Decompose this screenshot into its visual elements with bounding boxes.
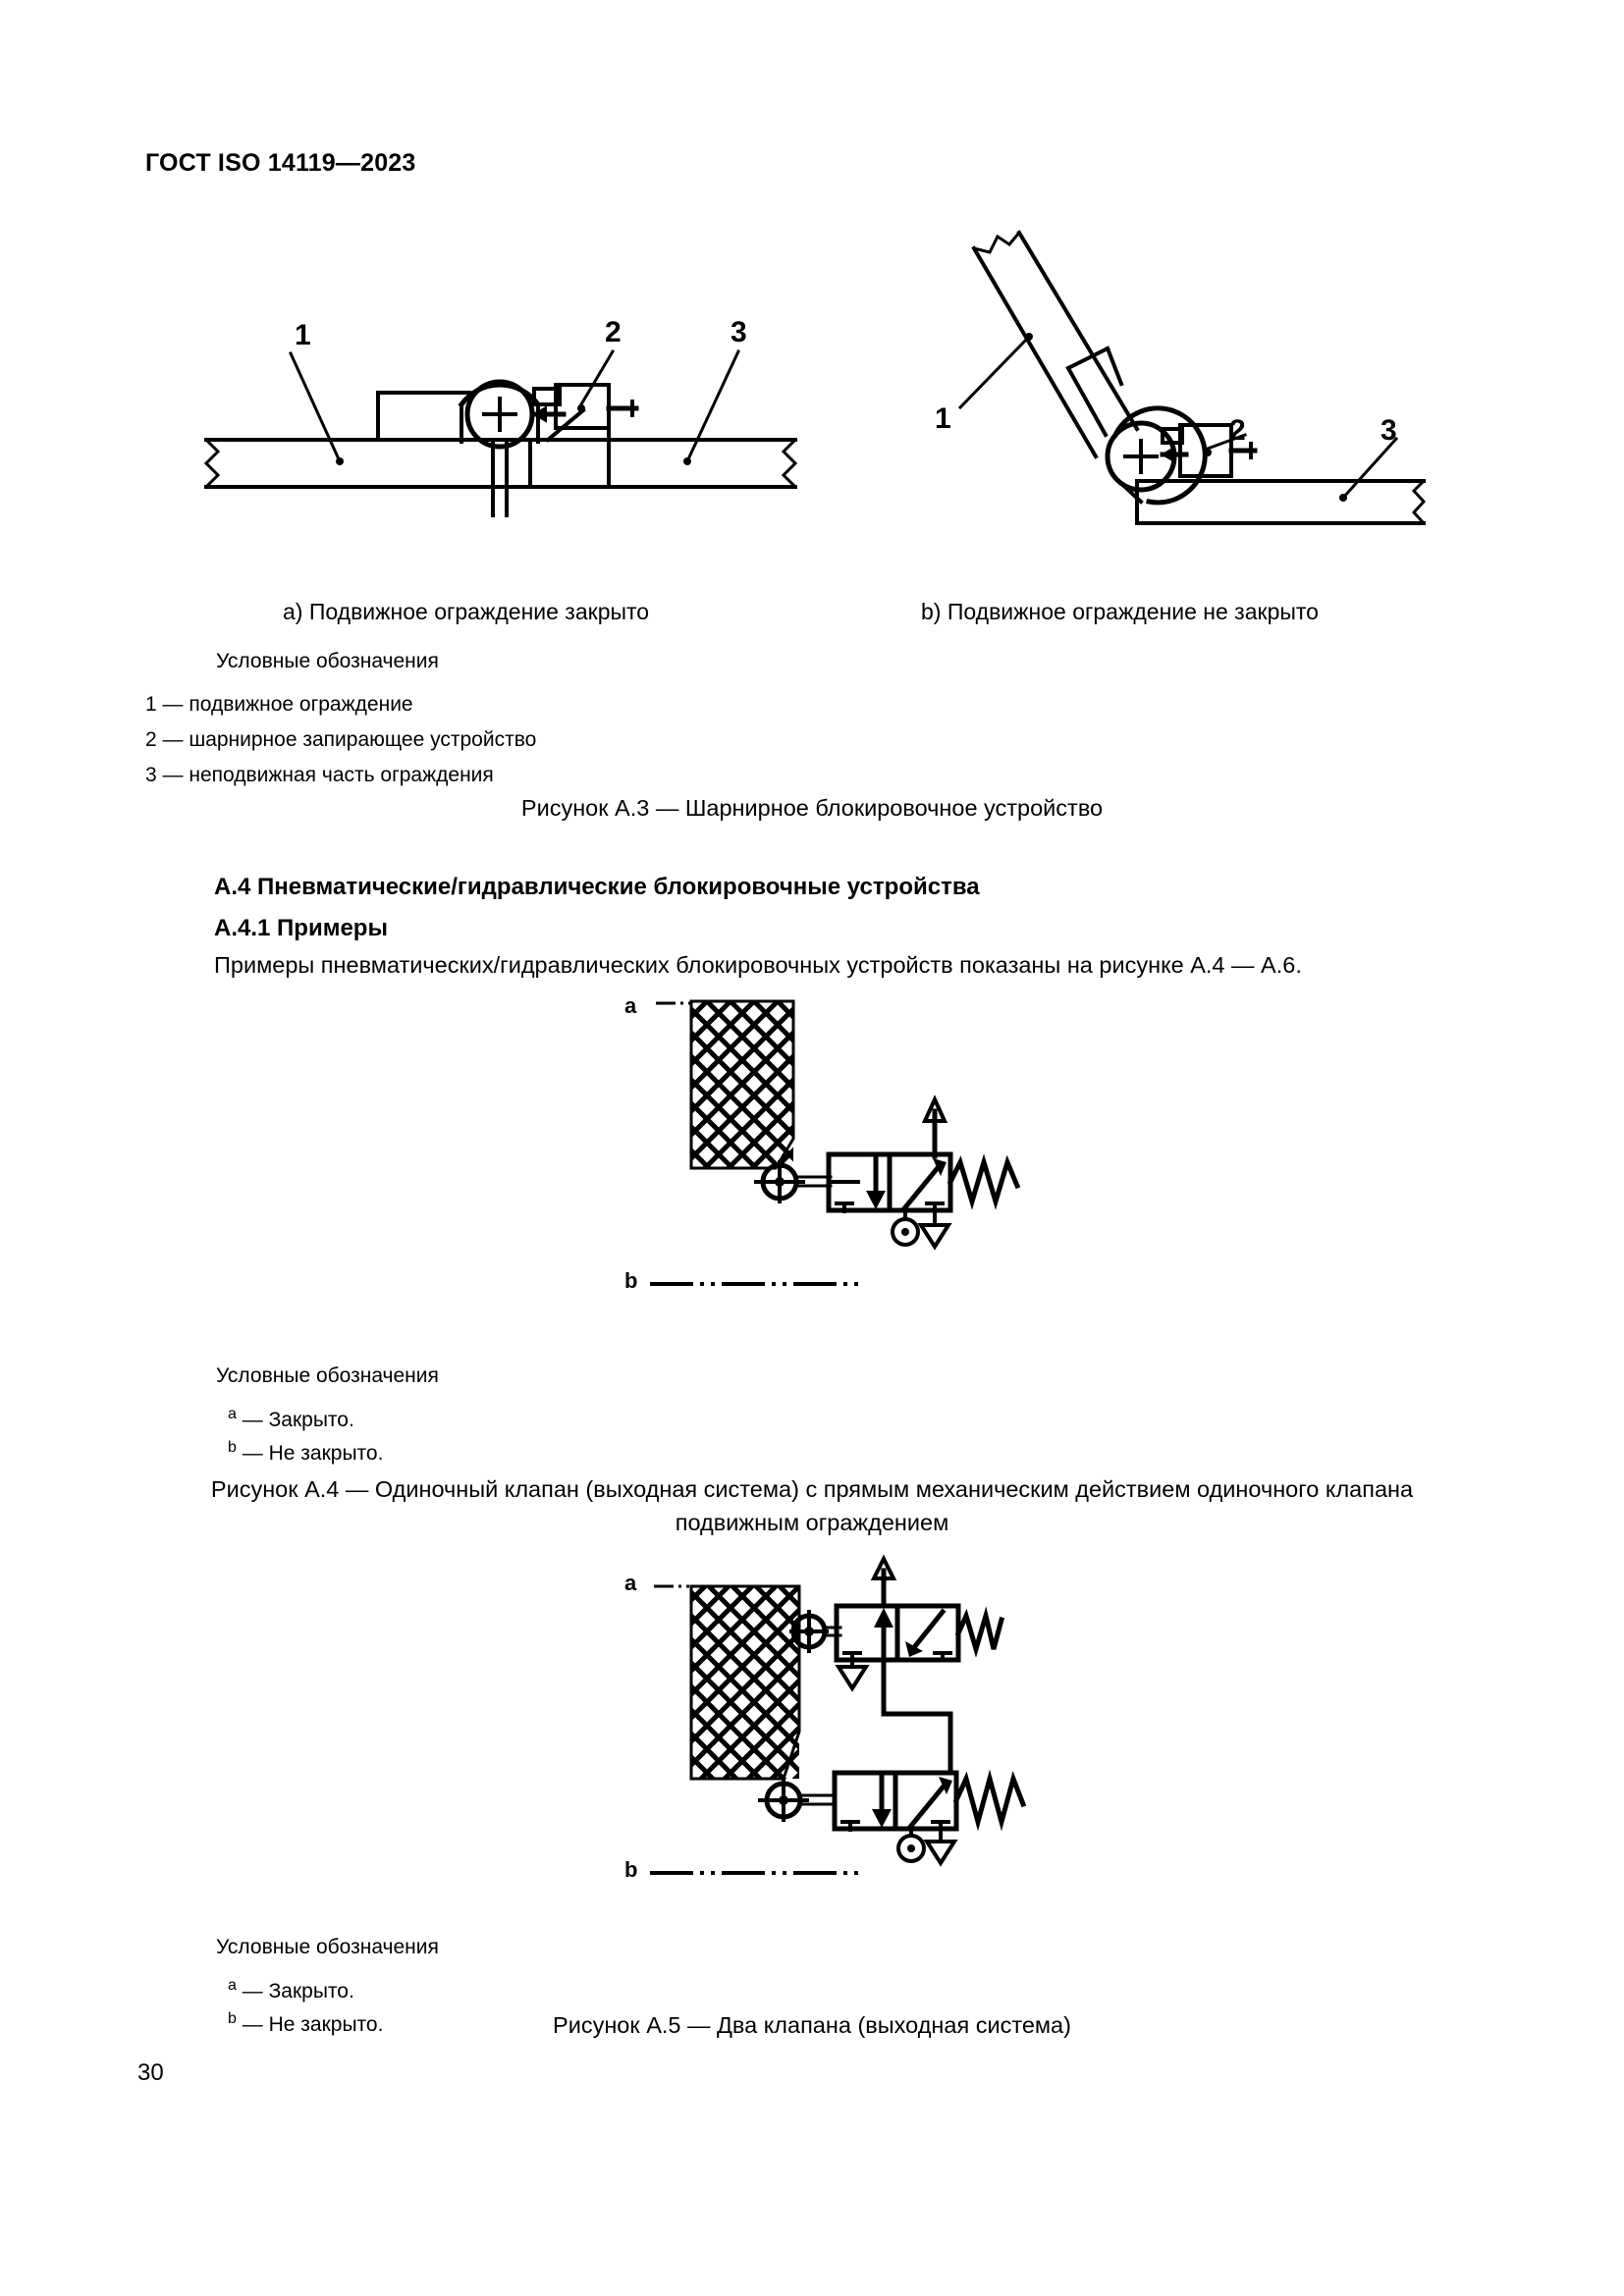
figure-a5-legend-heading: Условные обозначения xyxy=(216,1936,439,1958)
section-heading-a4: А.4 Пневматические/гидравлические блокир… xyxy=(214,874,980,900)
figure-a3-legend-item-1: 1 — подвижное ограждение xyxy=(145,693,413,716)
figure-a3-part-b-callout-1: 1 xyxy=(935,402,951,435)
figure-a3-part-a-drawing xyxy=(196,294,805,520)
figure-a4-legend-text-a: — Закрыто. xyxy=(242,1409,354,1431)
figure-a5-legend-item-b: b — Не закрыто. xyxy=(228,2010,383,2037)
figure-a5-marker-b-line xyxy=(624,1861,880,1885)
figure-a4-marker-b: b xyxy=(624,1268,638,1293)
figure-a4-legend-item-b: b — Не закрыто. xyxy=(228,1439,383,1466)
figure-a3-subcaption-b: b) Подвижное ограждение не закрыто xyxy=(921,599,1319,624)
figure-a5-caption: Рисунок А.5 — Два клапана (выходная сист… xyxy=(553,2012,1071,2038)
figure-a4-marker-b-line xyxy=(624,1272,880,1296)
figure-a5-legend-text-b: — Не закрыто. xyxy=(242,2013,384,2036)
figure-a5-marker-b: b xyxy=(624,1857,638,1882)
figure-a4-legend-mark-a: a xyxy=(228,1406,237,1422)
figure-a5-drawing xyxy=(601,1549,1062,1883)
figure-a4-legend-item-a: a — Закрыто. xyxy=(228,1406,354,1432)
figure-a4-drawing xyxy=(601,989,1053,1284)
figure-a4-legend-heading: Условные обозначения xyxy=(216,1364,439,1387)
figure-a3-part-a-callout-1: 1 xyxy=(295,319,311,351)
figure-a3-legend-item-2: 2 — шарнирное запирающее устройство xyxy=(145,728,537,751)
figure-a3-caption: Рисунок А.3 — Шарнирное блокировочное ус… xyxy=(520,795,1104,821)
figure-a3-part-b-drawing xyxy=(913,211,1434,545)
figure-a4-caption-line2: подвижным ограждением xyxy=(675,1510,949,1535)
figure-a3-part-b-callout-2: 2 xyxy=(1229,414,1246,447)
figure-a4-caption-line1: Рисунок А.4 — Одиночный клапан (выходная… xyxy=(210,1476,1414,1502)
figure-a3-part-b-callout-3: 3 xyxy=(1380,414,1397,447)
figure-a5-marker-a: a xyxy=(624,1571,637,1595)
figure-a5-legend-text-a: — Закрыто. xyxy=(242,1980,354,2002)
figure-a4-legend-text-b: — Не закрыто. xyxy=(242,1442,384,1465)
figure-a5-legend-mark-b: b xyxy=(228,2010,237,2027)
section-heading-a41: А.4.1 Примеры xyxy=(214,915,388,941)
figure-a5-legend-item-a: a — Закрыто. xyxy=(228,1977,354,2003)
figure-a3-legend-item-3: 3 — неподвижная часть ограждения xyxy=(145,764,494,786)
document-header-title: ГОСТ ISO 14119—2023 xyxy=(145,149,416,177)
figure-a4-legend-mark-b: b xyxy=(228,1439,237,1456)
figure-a5-legend-mark-a: a xyxy=(228,1977,237,1994)
figure-a3-subcaption-a: a) Подвижное ограждение закрыто xyxy=(283,599,650,624)
figure-a3-part-a-callout-2: 2 xyxy=(605,316,622,348)
figure-a3-part-a-callout-3: 3 xyxy=(731,316,747,348)
page-number: 30 xyxy=(137,2059,164,2086)
section-paragraph: Примеры пневматических/гидравлических бл… xyxy=(214,952,1302,978)
figure-a4-marker-a: a xyxy=(624,993,637,1018)
figure-a3-legend-heading: Условные обозначения xyxy=(216,650,439,672)
